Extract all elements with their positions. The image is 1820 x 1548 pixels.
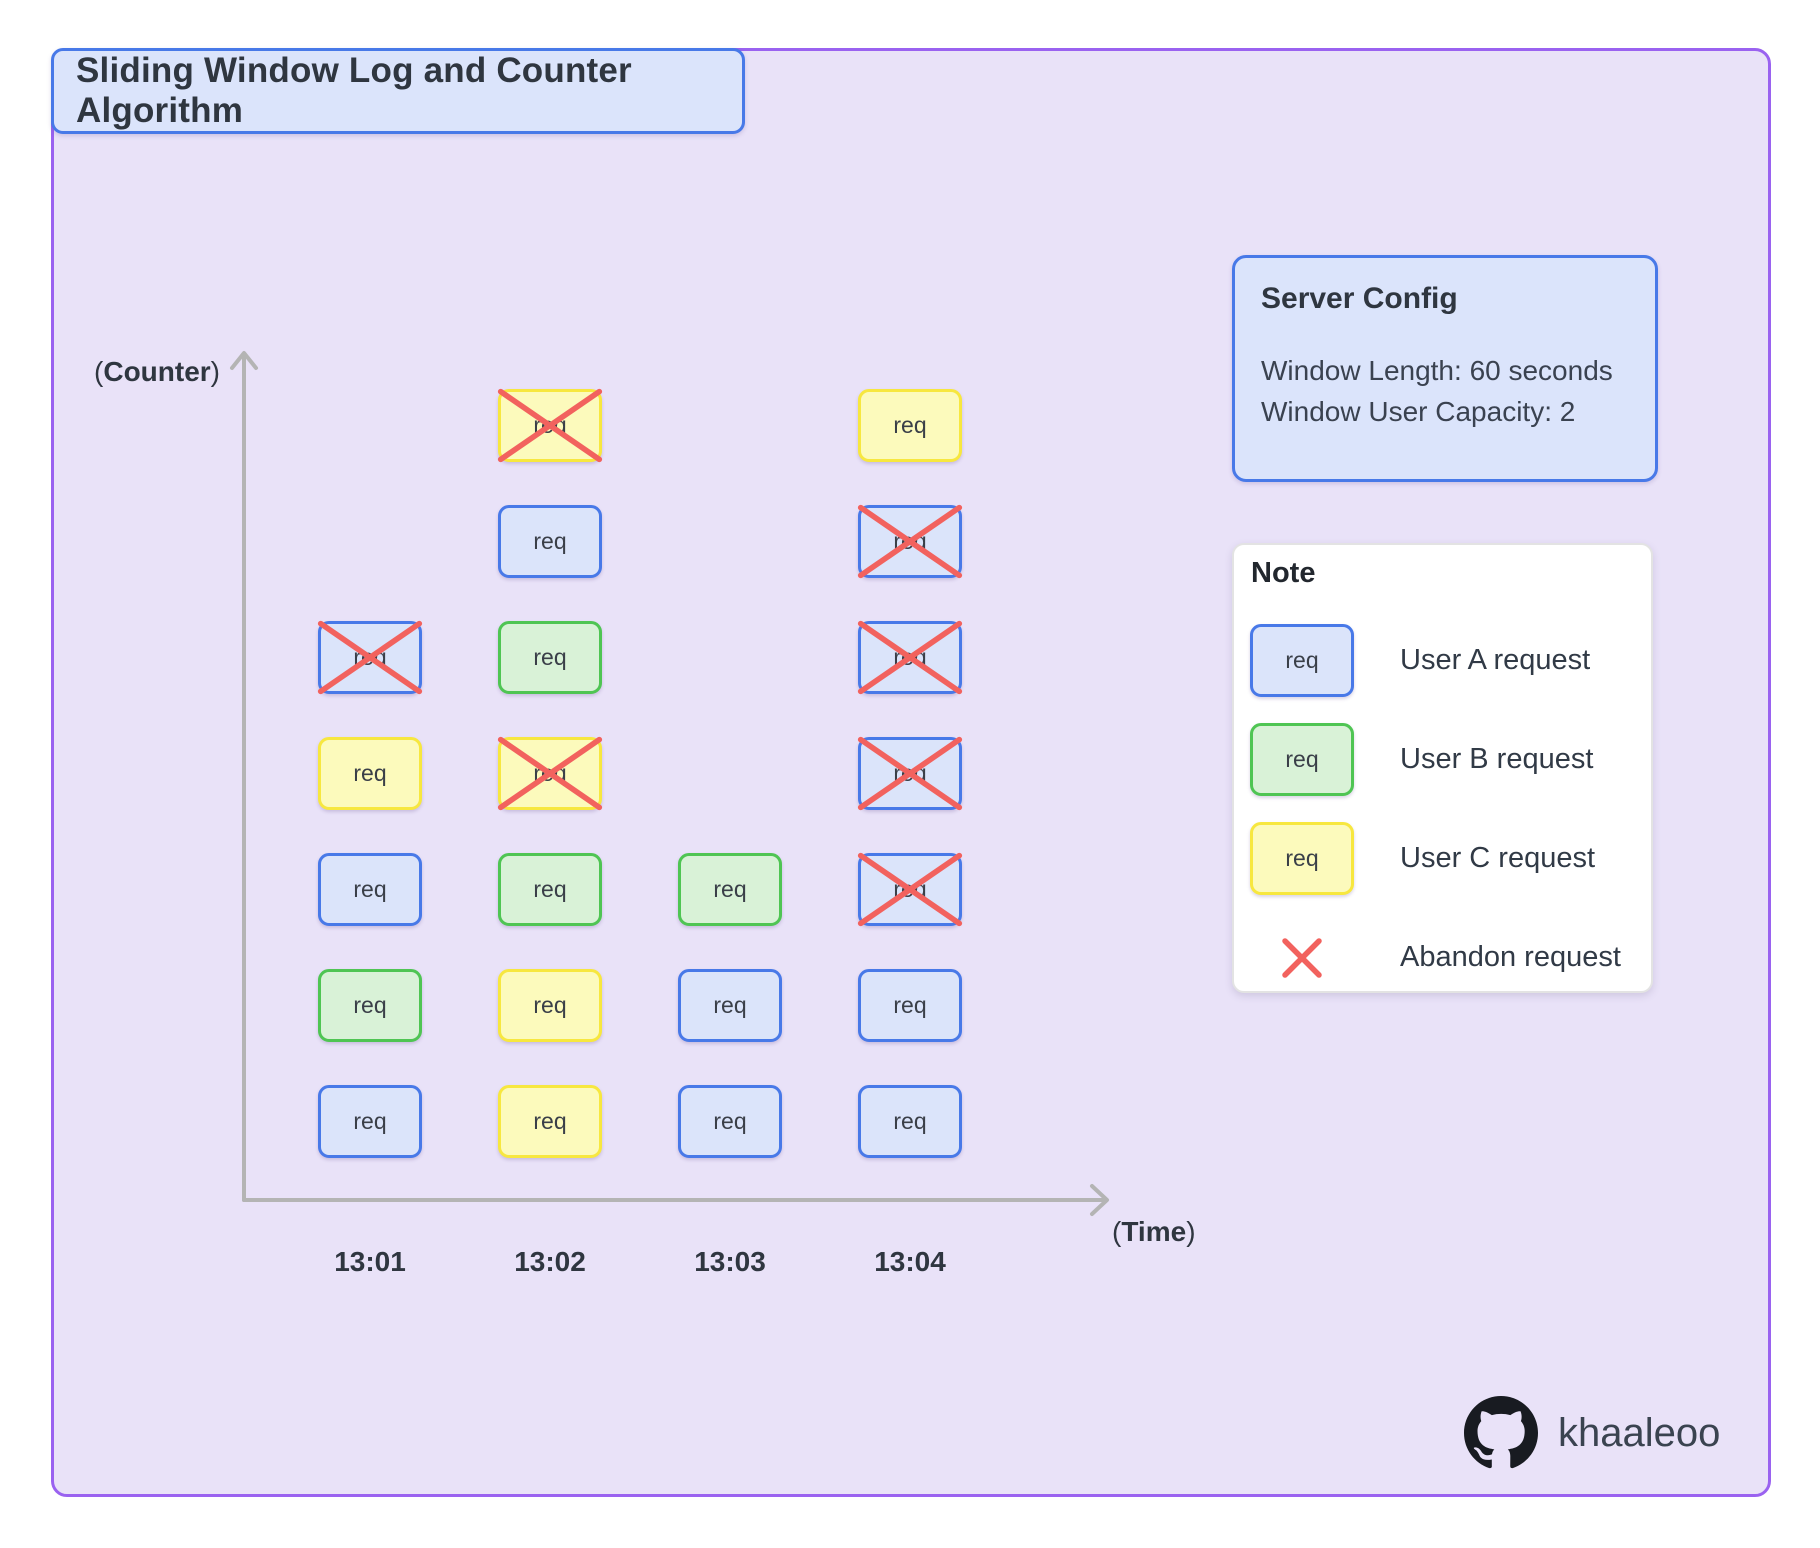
request-box-user-a-abandoned: req bbox=[317, 620, 423, 695]
request-box-user-b: req bbox=[318, 969, 422, 1042]
note-heading: Note bbox=[1251, 557, 1316, 589]
request-box-user-c: req bbox=[498, 969, 602, 1042]
legend-symbol-slot bbox=[1250, 921, 1354, 994]
legend-label: User C request bbox=[1400, 842, 1596, 874]
time-tick-13-04: 13:04 bbox=[874, 1246, 946, 1277]
diagram-title-box: Sliding Window Log and Counter Algorithm bbox=[51, 48, 745, 134]
legend-item: req User A request bbox=[1250, 611, 1621, 710]
request-label: req bbox=[893, 1108, 927, 1134]
diagram-title: Sliding Window Log and Counter Algorithm bbox=[76, 51, 632, 130]
y-axis-arrowhead-icon bbox=[230, 351, 258, 370]
request-box-user-c: req bbox=[318, 737, 422, 810]
y-axis-label-paren: ( bbox=[94, 356, 104, 387]
request-label: req bbox=[1285, 746, 1319, 772]
request-box-user-a: req bbox=[858, 1085, 962, 1158]
time-tick-13-02: 13:02 bbox=[514, 1246, 586, 1277]
request-box-user-a: req bbox=[678, 1085, 782, 1158]
request-box-user-a-abandoned: req bbox=[857, 736, 963, 811]
request-box-user-a: req bbox=[1250, 624, 1354, 697]
request-box-user-a-abandoned: req bbox=[857, 852, 963, 927]
request-label: req bbox=[893, 412, 927, 438]
request-box-user-b: req bbox=[1250, 723, 1354, 796]
request-box-user-a: req bbox=[318, 1085, 422, 1158]
request-box-user-b: req bbox=[498, 621, 602, 694]
y-axis-label-paren: ) bbox=[210, 356, 220, 387]
x-axis-label: (Time) bbox=[1112, 1216, 1196, 1248]
request-label: req bbox=[713, 1108, 747, 1134]
config-line-user-capacity: Window User Capacity: 2 bbox=[1261, 396, 1576, 428]
request-label: req bbox=[533, 412, 567, 438]
x-axis-label-paren: ( bbox=[1112, 1216, 1122, 1247]
request-label: req bbox=[893, 760, 927, 786]
request-box-user-c-abandoned: req bbox=[497, 736, 603, 811]
legend-label: User A request bbox=[1400, 644, 1591, 676]
request-label: req bbox=[713, 992, 747, 1018]
server-config-heading: Server Config bbox=[1261, 282, 1458, 315]
request-label: req bbox=[353, 644, 387, 670]
github-username: khaaleoo bbox=[1558, 1410, 1721, 1455]
legend-symbol-slot: req bbox=[1250, 822, 1354, 895]
request-box-user-c: req bbox=[858, 389, 962, 462]
request-box-user-a: req bbox=[858, 969, 962, 1042]
legend-item: req User B request bbox=[1250, 710, 1621, 809]
y-axis-label-word: Counter bbox=[103, 356, 211, 387]
legend-label: Abandon request bbox=[1400, 941, 1621, 973]
request-label: req bbox=[353, 876, 387, 902]
config-line-window-length: Window Length: 60 seconds bbox=[1261, 355, 1613, 386]
request-label: req bbox=[533, 992, 567, 1018]
request-box-user-a-abandoned: req bbox=[857, 620, 963, 695]
request-box-user-a: req bbox=[678, 969, 782, 1042]
request-label: req bbox=[1285, 845, 1319, 871]
request-label: req bbox=[353, 992, 387, 1018]
server-config-panel: Server Config Window Length: 60 seconds … bbox=[1232, 255, 1658, 482]
request-label: req bbox=[893, 528, 927, 554]
time-tick-13-03: 13:03 bbox=[694, 1246, 766, 1277]
request-box-user-c: req bbox=[1250, 822, 1354, 895]
request-box-user-a: req bbox=[498, 505, 602, 578]
request-label: req bbox=[893, 992, 927, 1018]
legend-label: User B request bbox=[1400, 743, 1594, 775]
x-axis-arrowhead-icon bbox=[1090, 1184, 1109, 1216]
x-axis-label-word: Time bbox=[1121, 1216, 1187, 1247]
request-label: req bbox=[353, 1108, 387, 1134]
server-config-body: Window Length: 60 seconds Window User Ca… bbox=[1261, 350, 1629, 433]
legend-symbol-slot: req bbox=[1250, 723, 1354, 796]
request-label: req bbox=[713, 876, 747, 902]
x-axis-label-paren: ) bbox=[1186, 1216, 1196, 1247]
abandon-x-icon bbox=[1282, 937, 1322, 978]
request-label: req bbox=[1285, 647, 1319, 673]
y-axis-label: (Counter) bbox=[80, 356, 220, 388]
axes-arrows bbox=[230, 351, 1109, 1216]
time-tick-13-01: 13:01 bbox=[334, 1246, 406, 1277]
request-box-user-b: req bbox=[678, 853, 782, 926]
request-box-user-c-abandoned: req bbox=[497, 388, 603, 463]
request-label: req bbox=[533, 760, 567, 786]
request-box-user-b: req bbox=[498, 853, 602, 926]
attribution: khaaleoo bbox=[1464, 1396, 1720, 1470]
request-box-user-c: req bbox=[498, 1085, 602, 1158]
request-box-user-a-abandoned: req bbox=[857, 504, 963, 579]
request-label: req bbox=[893, 876, 927, 902]
github-icon bbox=[1464, 1396, 1538, 1469]
request-label: req bbox=[533, 1108, 567, 1134]
legend-item: Abandon request bbox=[1250, 908, 1621, 1007]
request-label: req bbox=[533, 528, 567, 554]
request-box-user-a: req bbox=[318, 853, 422, 926]
request-label: req bbox=[893, 644, 927, 670]
request-label: req bbox=[353, 760, 387, 786]
legend-symbol-slot: req bbox=[1250, 624, 1354, 697]
legend-item: req User C request bbox=[1250, 809, 1621, 908]
request-label: req bbox=[533, 876, 567, 902]
request-label: req bbox=[533, 644, 567, 670]
